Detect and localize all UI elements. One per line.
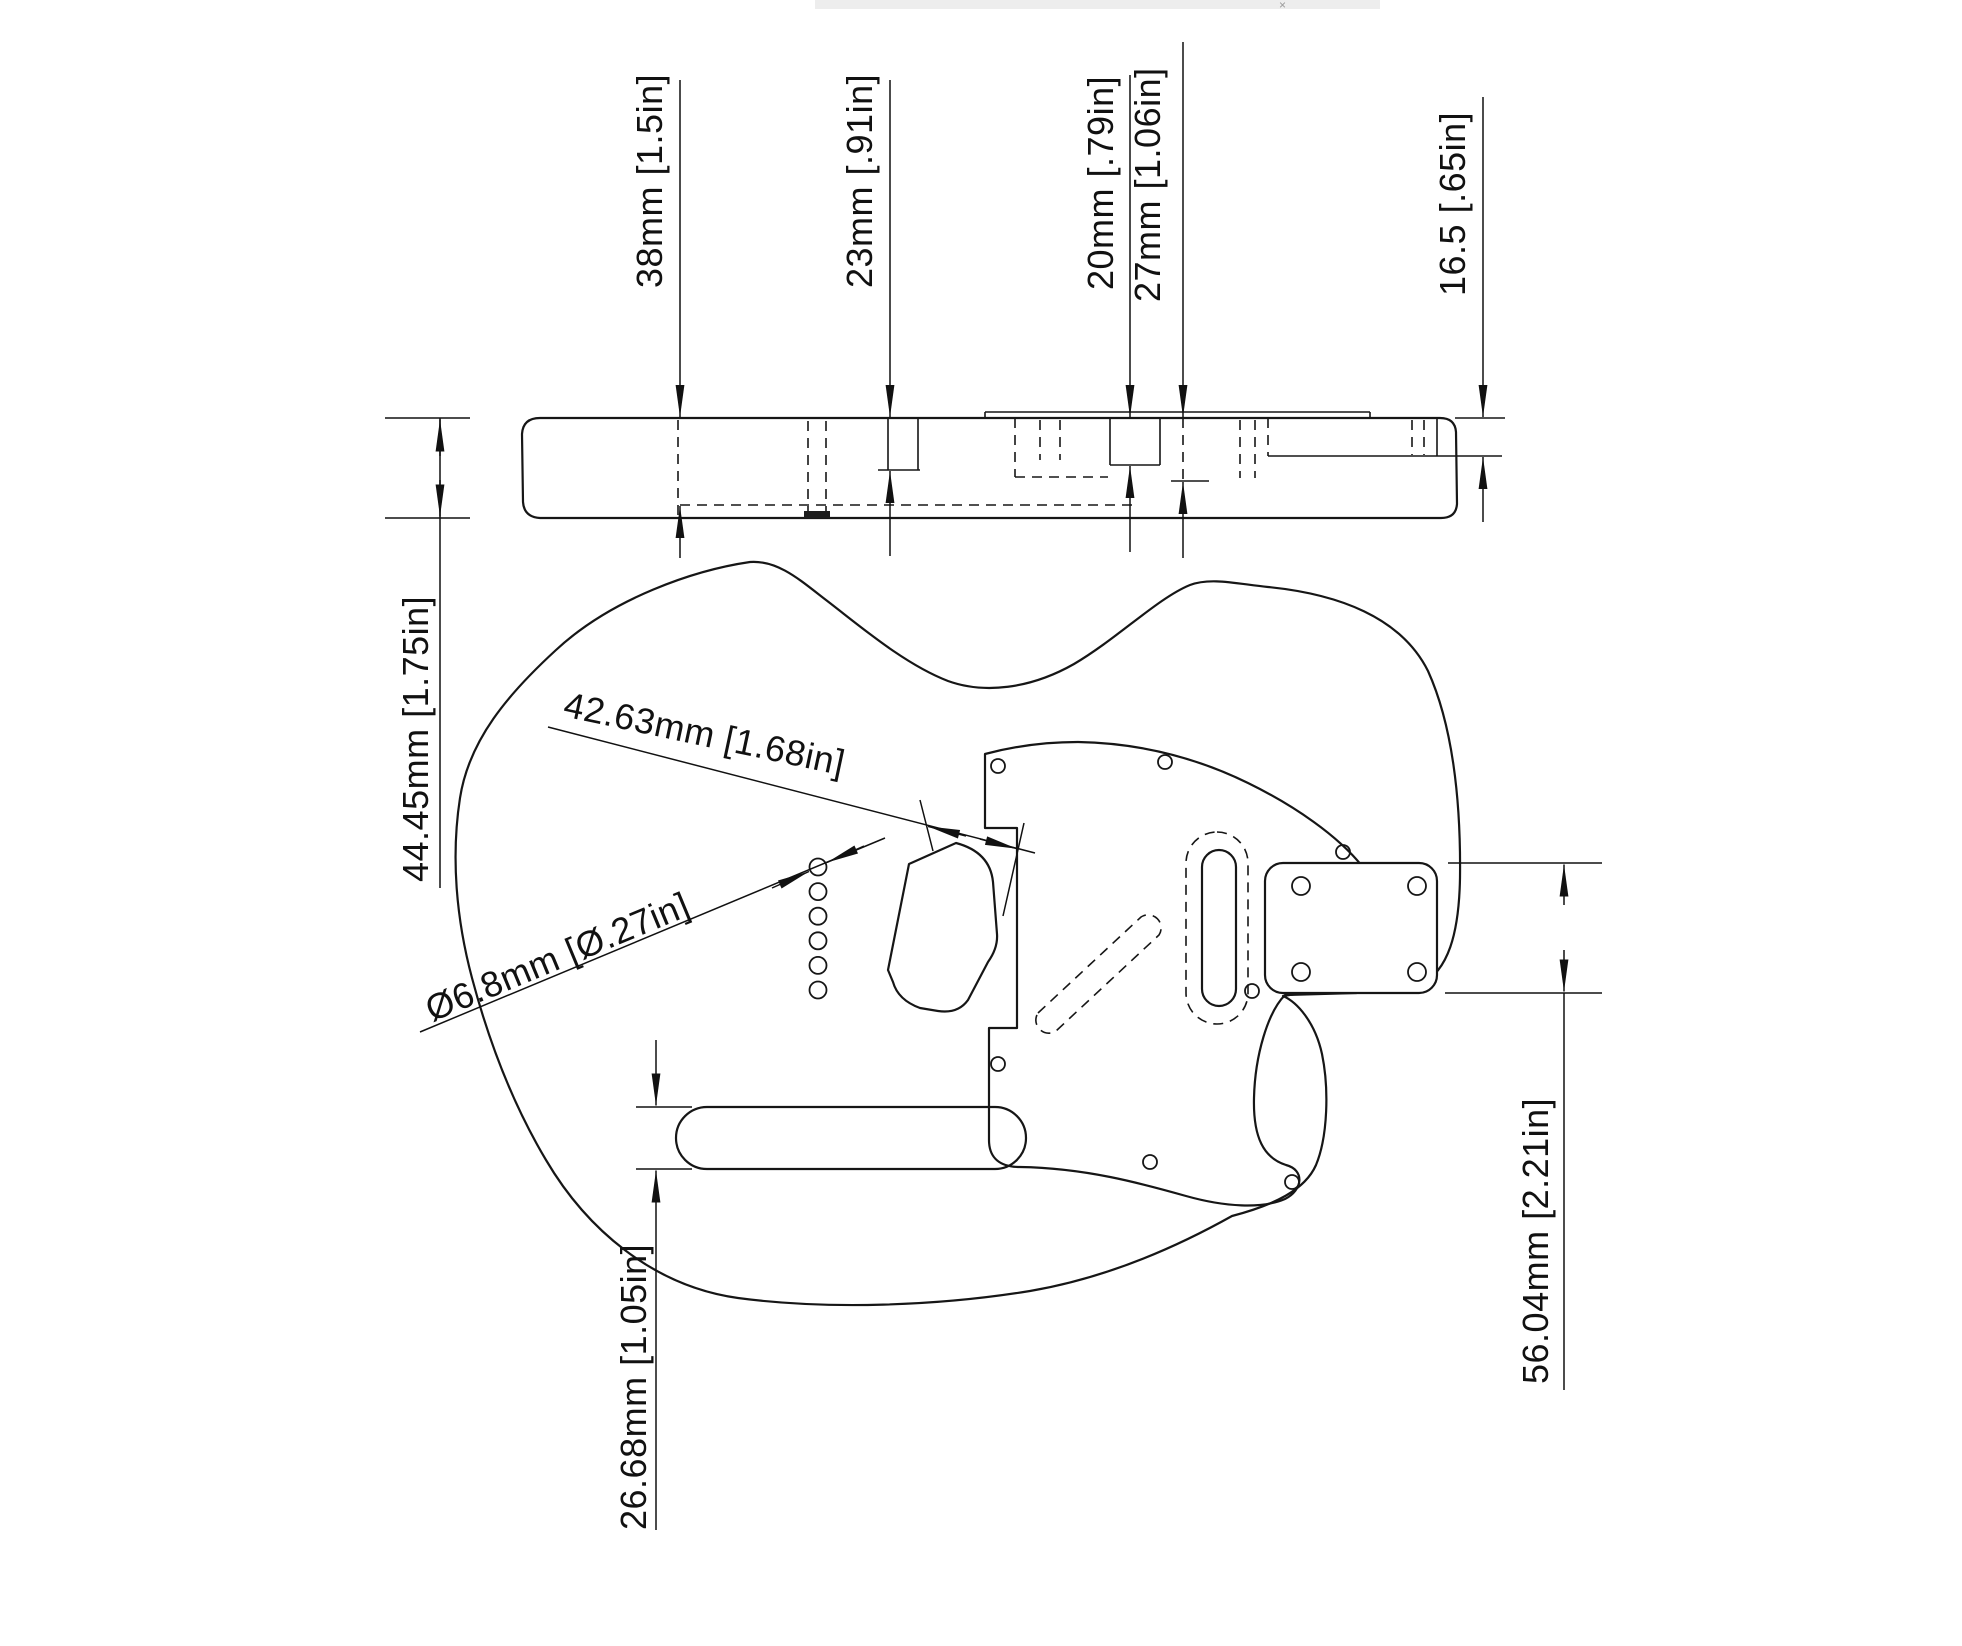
dimension-ferrule-diameter: Ø6.8mm [Ø.27in] [419,837,886,1033]
neck-pocket-hidden-wall [1267,418,1425,456]
pickguard-outline [983,740,1378,1207]
pickguard-screw [1335,844,1351,860]
string-hole-hidden-lines [807,421,827,512]
string-ferrule [808,882,828,901]
bridge-pickup-rout [886,841,999,1013]
neck-screw-hole [1407,962,1427,982]
dim-label-44-45: 44.45mm [1.75in] [395,596,436,882]
cavity-extension-ticks [636,1106,692,1170]
ferrule-counterbore [804,511,830,518]
pickguard-screw [1244,983,1260,999]
hidden-rout-mid [1014,418,1108,478]
bridge-extension-ticks [1445,862,1602,994]
pickguard-screw [990,758,1006,774]
dim-label-38: 38mm [1.5in] [629,74,670,288]
dim-label-6-8: Ø6.8mm [Ø.27in] [419,884,695,1030]
dim-arrow-6-8-low [771,870,810,889]
pickguard-screw [1142,1154,1158,1170]
pickguard-edge-side [984,411,1371,418]
neck-pocket-plate [1263,861,1439,995]
dim-label-56-04: 56.04mm [2.21in] [1515,1098,1556,1384]
pickguard-screw-holes [990,754,1351,1190]
dim-label-27: 27mm [1.06in] [1127,67,1168,302]
thickness-extension-ticks [385,417,470,519]
neck-screw-hole [1291,876,1311,896]
body-slab-outline [520,416,1459,520]
string-ferrule [808,980,828,1000]
dim-arrow-42-63-left [927,825,967,839]
thickness-dimension: 44.45mm [1.75in] [385,417,470,888]
side-profile-view [520,411,1505,520]
dim-arrow-42-63-right [979,836,1018,850]
dimension-42-63: 42.63mm [1.68in] [547,684,1036,917]
dim-label-16-5: 16.5 [.65in] [1432,112,1473,296]
string-ferrule [808,906,828,926]
pickguard-screw [1284,1174,1300,1190]
pickguard-screw [1157,754,1173,770]
neck-screw-hole [1407,876,1427,896]
leader-line-6-8 [419,837,886,1033]
neck-pickup-rout-outer [1185,831,1249,1025]
body-outline [454,560,1462,1307]
string-ferrules [808,857,828,1000]
string-ferrule [808,931,828,951]
body-face-view: 26.68mm [1.05in] [454,560,1462,1530]
string-ferrule [808,857,828,877]
close-icon[interactable]: × [1279,0,1286,12]
dim-label-23: 23mm [.91in] [839,74,880,288]
string-ferrule [808,956,828,975]
pickguard-screw [990,1056,1006,1072]
rout-floor-20 [1109,418,1161,466]
neck-pickup-rout-inner [1200,848,1238,1008]
wire-channel-rout [1035,914,1162,1034]
dim-arrow-6-8-high [826,845,865,864]
neck-pocket-floor [1268,418,1502,457]
dim-label-26-68: 26.68mm [1.05in] [613,1244,654,1530]
top-scrollbar[interactable] [815,0,1380,9]
neck-screw-hole [1291,962,1311,982]
neck-screw-holes [1291,876,1427,982]
depth-dimensions: 38mm [1.5in] 23mm [.91in] 20mm [.79in] 2… [629,42,1488,558]
dim-ticks-42-63 [919,799,1025,917]
dim-label-42-63: 42.63mm [1.68in] [560,684,848,784]
control-cavity-rout [674,1105,1028,1171]
rout-wall-23 [878,418,920,471]
dim-label-20: 20mm [.79in] [1080,76,1121,290]
dimension-56-04: 56.04mm [2.21in] [1445,862,1602,1390]
hidden-rout-38-depth [677,420,1135,516]
hidden-rout-27 [1182,418,1256,481]
